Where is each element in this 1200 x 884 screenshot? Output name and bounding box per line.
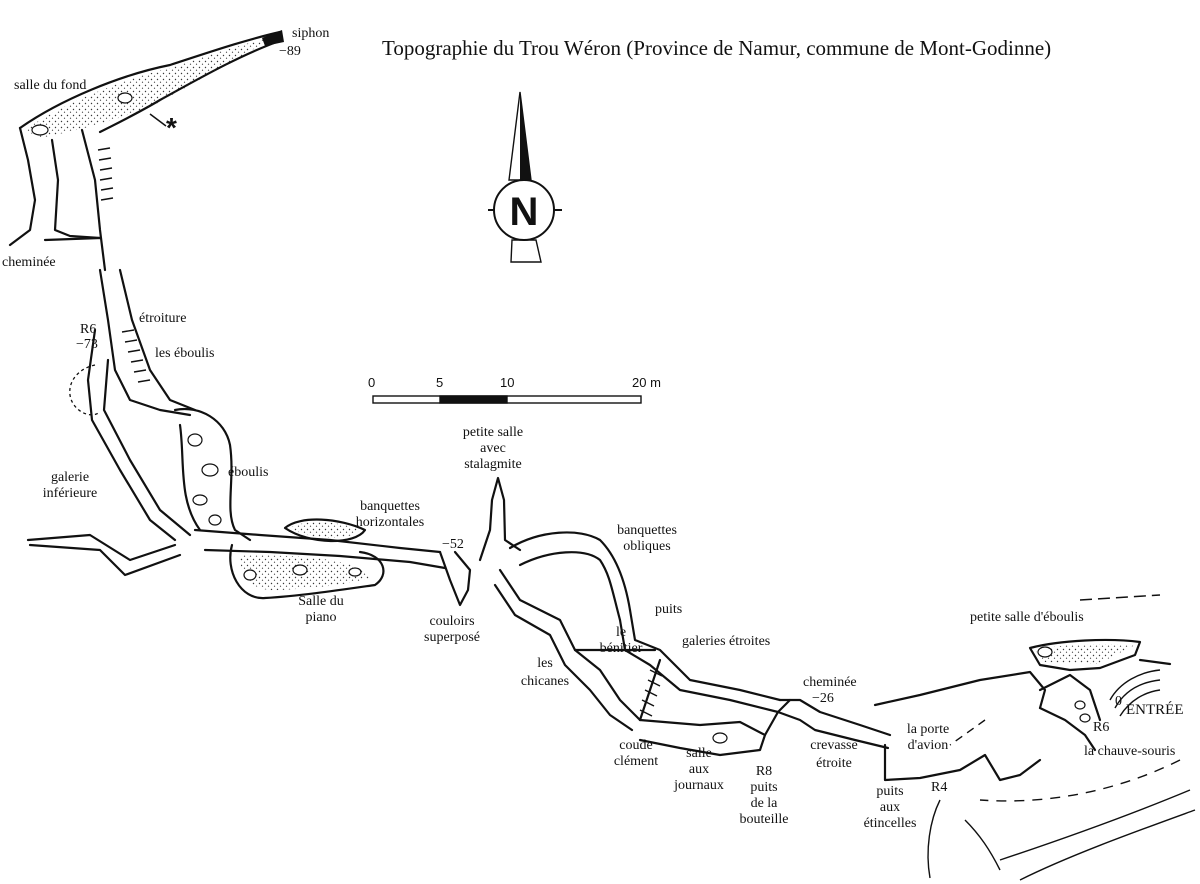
label-r8: R8 <box>755 764 773 779</box>
label-couloirs-1: couloirs <box>429 614 475 629</box>
label-petite-salle-1: petite salle <box>462 425 524 440</box>
label-le-benitier-2: bénitier <box>599 641 643 656</box>
label-porte-avion-1: la porte <box>906 722 950 737</box>
label-eboulis: éboulis <box>228 465 269 480</box>
label-les-eboulis: les éboulis <box>155 346 215 361</box>
north-label: N <box>510 190 539 234</box>
label-banquettes-h-2: horizontales <box>355 515 425 530</box>
label-puits-bouteille-1: puits <box>750 780 778 795</box>
hatching <box>97 147 663 717</box>
scale-tick-20: 20 m <box>632 375 661 390</box>
label-galeries-etroites: galeries étroites <box>682 634 771 649</box>
scale-tick-0: 0 <box>368 375 376 390</box>
scale-tick-5: 5 <box>436 375 444 390</box>
star-leader <box>149 113 167 127</box>
label-r6-a: R6 <box>80 322 97 337</box>
label-petite-salle-3: stalagmite <box>464 457 522 472</box>
depth-cheminee: −26 <box>812 691 834 706</box>
dashed-outline <box>69 364 101 416</box>
label-r6-b: R6 <box>1093 720 1110 735</box>
star-marker: * <box>166 112 177 143</box>
label-siphon: siphon <box>292 26 330 41</box>
stipple-areas <box>25 36 1135 664</box>
label-petite-salle-2: avec <box>480 441 506 456</box>
label-puits-bouteille-3: bouteille <box>739 812 789 827</box>
label-puits-etincelles-3: étincelles <box>863 816 917 831</box>
label-coude-1: coude <box>619 738 653 753</box>
label-crevasse-1: crevasse <box>810 738 858 753</box>
label-salle-journaux-2: aux <box>688 762 710 777</box>
label-puits-bouteille-2: de la <box>750 796 778 811</box>
label-cheminee-2: cheminée <box>803 675 857 690</box>
label-puits-etincelles-2: aux <box>879 800 901 815</box>
boulders <box>31 92 1091 744</box>
label-salle-journaux-3: journaux <box>674 778 724 793</box>
label-chauve-souris: la chauve-souris <box>1084 744 1176 759</box>
label-entree: ENTRÉE <box>1126 702 1184 718</box>
label-les-chicanes-1: les <box>537 656 553 671</box>
north-arrow: N <box>488 91 562 263</box>
depth-r6-a: −73 <box>76 337 98 352</box>
label-puits-etincelles-1: puits <box>876 784 904 799</box>
label-galerie-inferieure-2: inférieure <box>42 486 98 501</box>
label-le-benitier-1: le <box>615 625 627 640</box>
label-couloirs-2: superposé <box>424 630 480 645</box>
label-banquettes-o-1: banquettes <box>617 523 677 538</box>
label-r4: R4 <box>931 780 948 795</box>
surface-contours <box>927 594 1196 881</box>
depth-siphon: −89 <box>279 44 301 59</box>
label-banquettes-o-2: obliques <box>623 539 671 554</box>
label-etroiture: étroiture <box>139 311 187 326</box>
label-crevasse-2: étroite <box>816 756 852 771</box>
label-salle-du-fond: salle du fond <box>14 78 87 93</box>
scale-bar <box>372 395 642 404</box>
cave-passages <box>8 30 1172 782</box>
siphon-end <box>262 30 284 46</box>
depth-entree: 0 <box>1115 694 1122 709</box>
label-puits: puits <box>655 602 683 617</box>
label-galerie-inferieure-1: galerie <box>50 470 90 485</box>
label-les-chicanes-2: chicanes <box>520 674 570 689</box>
map-title: Topographie du Trou Wéron (Province de N… <box>382 36 1052 60</box>
label-salle-piano-2: piano <box>305 610 337 625</box>
label-salle-journaux-1: salle <box>686 746 712 761</box>
depth-banquettes: −52 <box>442 537 464 552</box>
label-petite-salle-eboulis: petite salle d'éboulis <box>970 610 1084 625</box>
label-coude-2: clément <box>613 754 659 769</box>
label-cheminee-1: cheminée <box>2 255 56 270</box>
label-salle-piano-1: Salle du <box>298 594 344 609</box>
scale-tick-10: 10 <box>500 375 515 390</box>
label-porte-avion-2: d'avion <box>907 738 949 753</box>
label-banquettes-h-1: banquettes <box>360 499 420 514</box>
